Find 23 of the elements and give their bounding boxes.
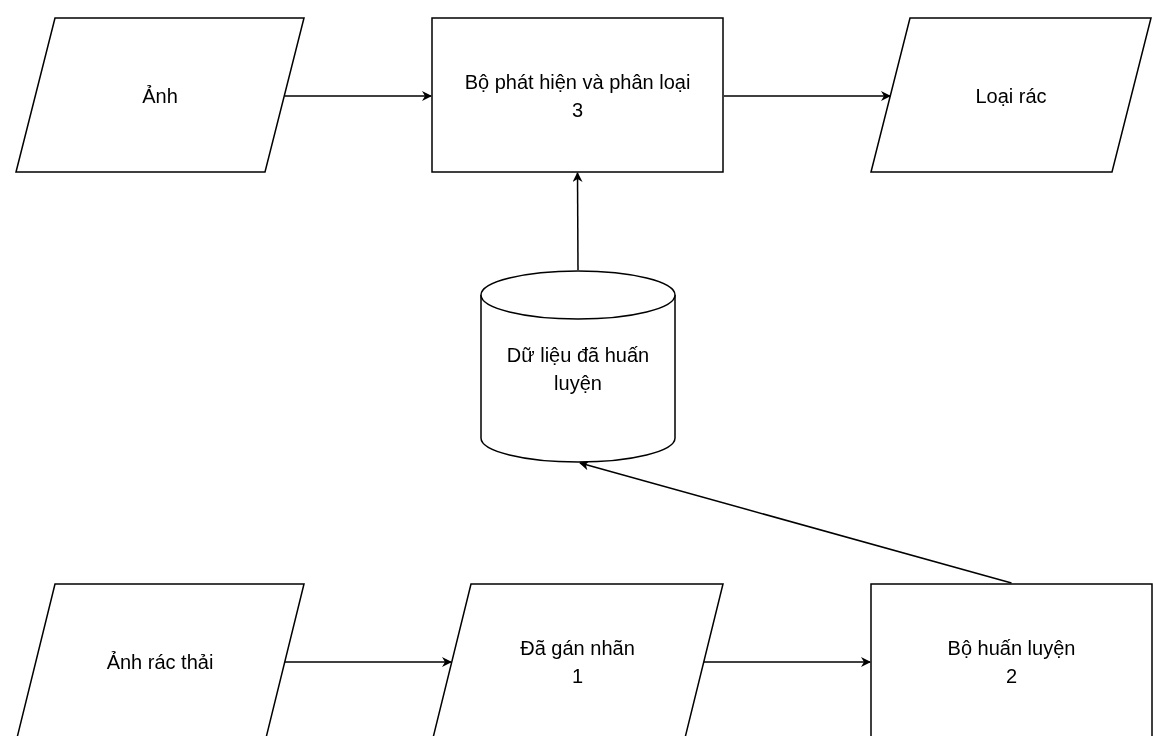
node-label: Ảnh xyxy=(142,84,178,109)
data-parallelogram xyxy=(431,583,724,736)
arrow xyxy=(579,460,1013,584)
arrow xyxy=(284,91,432,101)
arrow xyxy=(284,657,452,667)
arrow xyxy=(703,657,871,667)
arrow xyxy=(572,172,583,271)
node-label: 1 xyxy=(571,664,584,689)
node-label: Đã gán nhãn xyxy=(520,636,635,661)
node-label: 2 xyxy=(1005,664,1018,689)
data-parallelogram xyxy=(15,583,305,736)
database-cylinder xyxy=(480,270,676,463)
node-label: Bộ huấn luyện xyxy=(947,636,1076,661)
data-parallelogram xyxy=(870,17,1152,173)
node-label: Bộ phát hiện và phân loại xyxy=(464,70,691,95)
arrow xyxy=(723,91,891,101)
node-label: Ảnh rác thải xyxy=(106,650,214,675)
node-label: Dữ liệu đã huấn luyện xyxy=(505,343,651,396)
process-box xyxy=(870,583,1153,736)
data-parallelogram xyxy=(15,17,305,173)
node-label: Loại rác xyxy=(975,84,1047,109)
node-label: 3 xyxy=(571,98,584,123)
process-box xyxy=(431,17,724,173)
